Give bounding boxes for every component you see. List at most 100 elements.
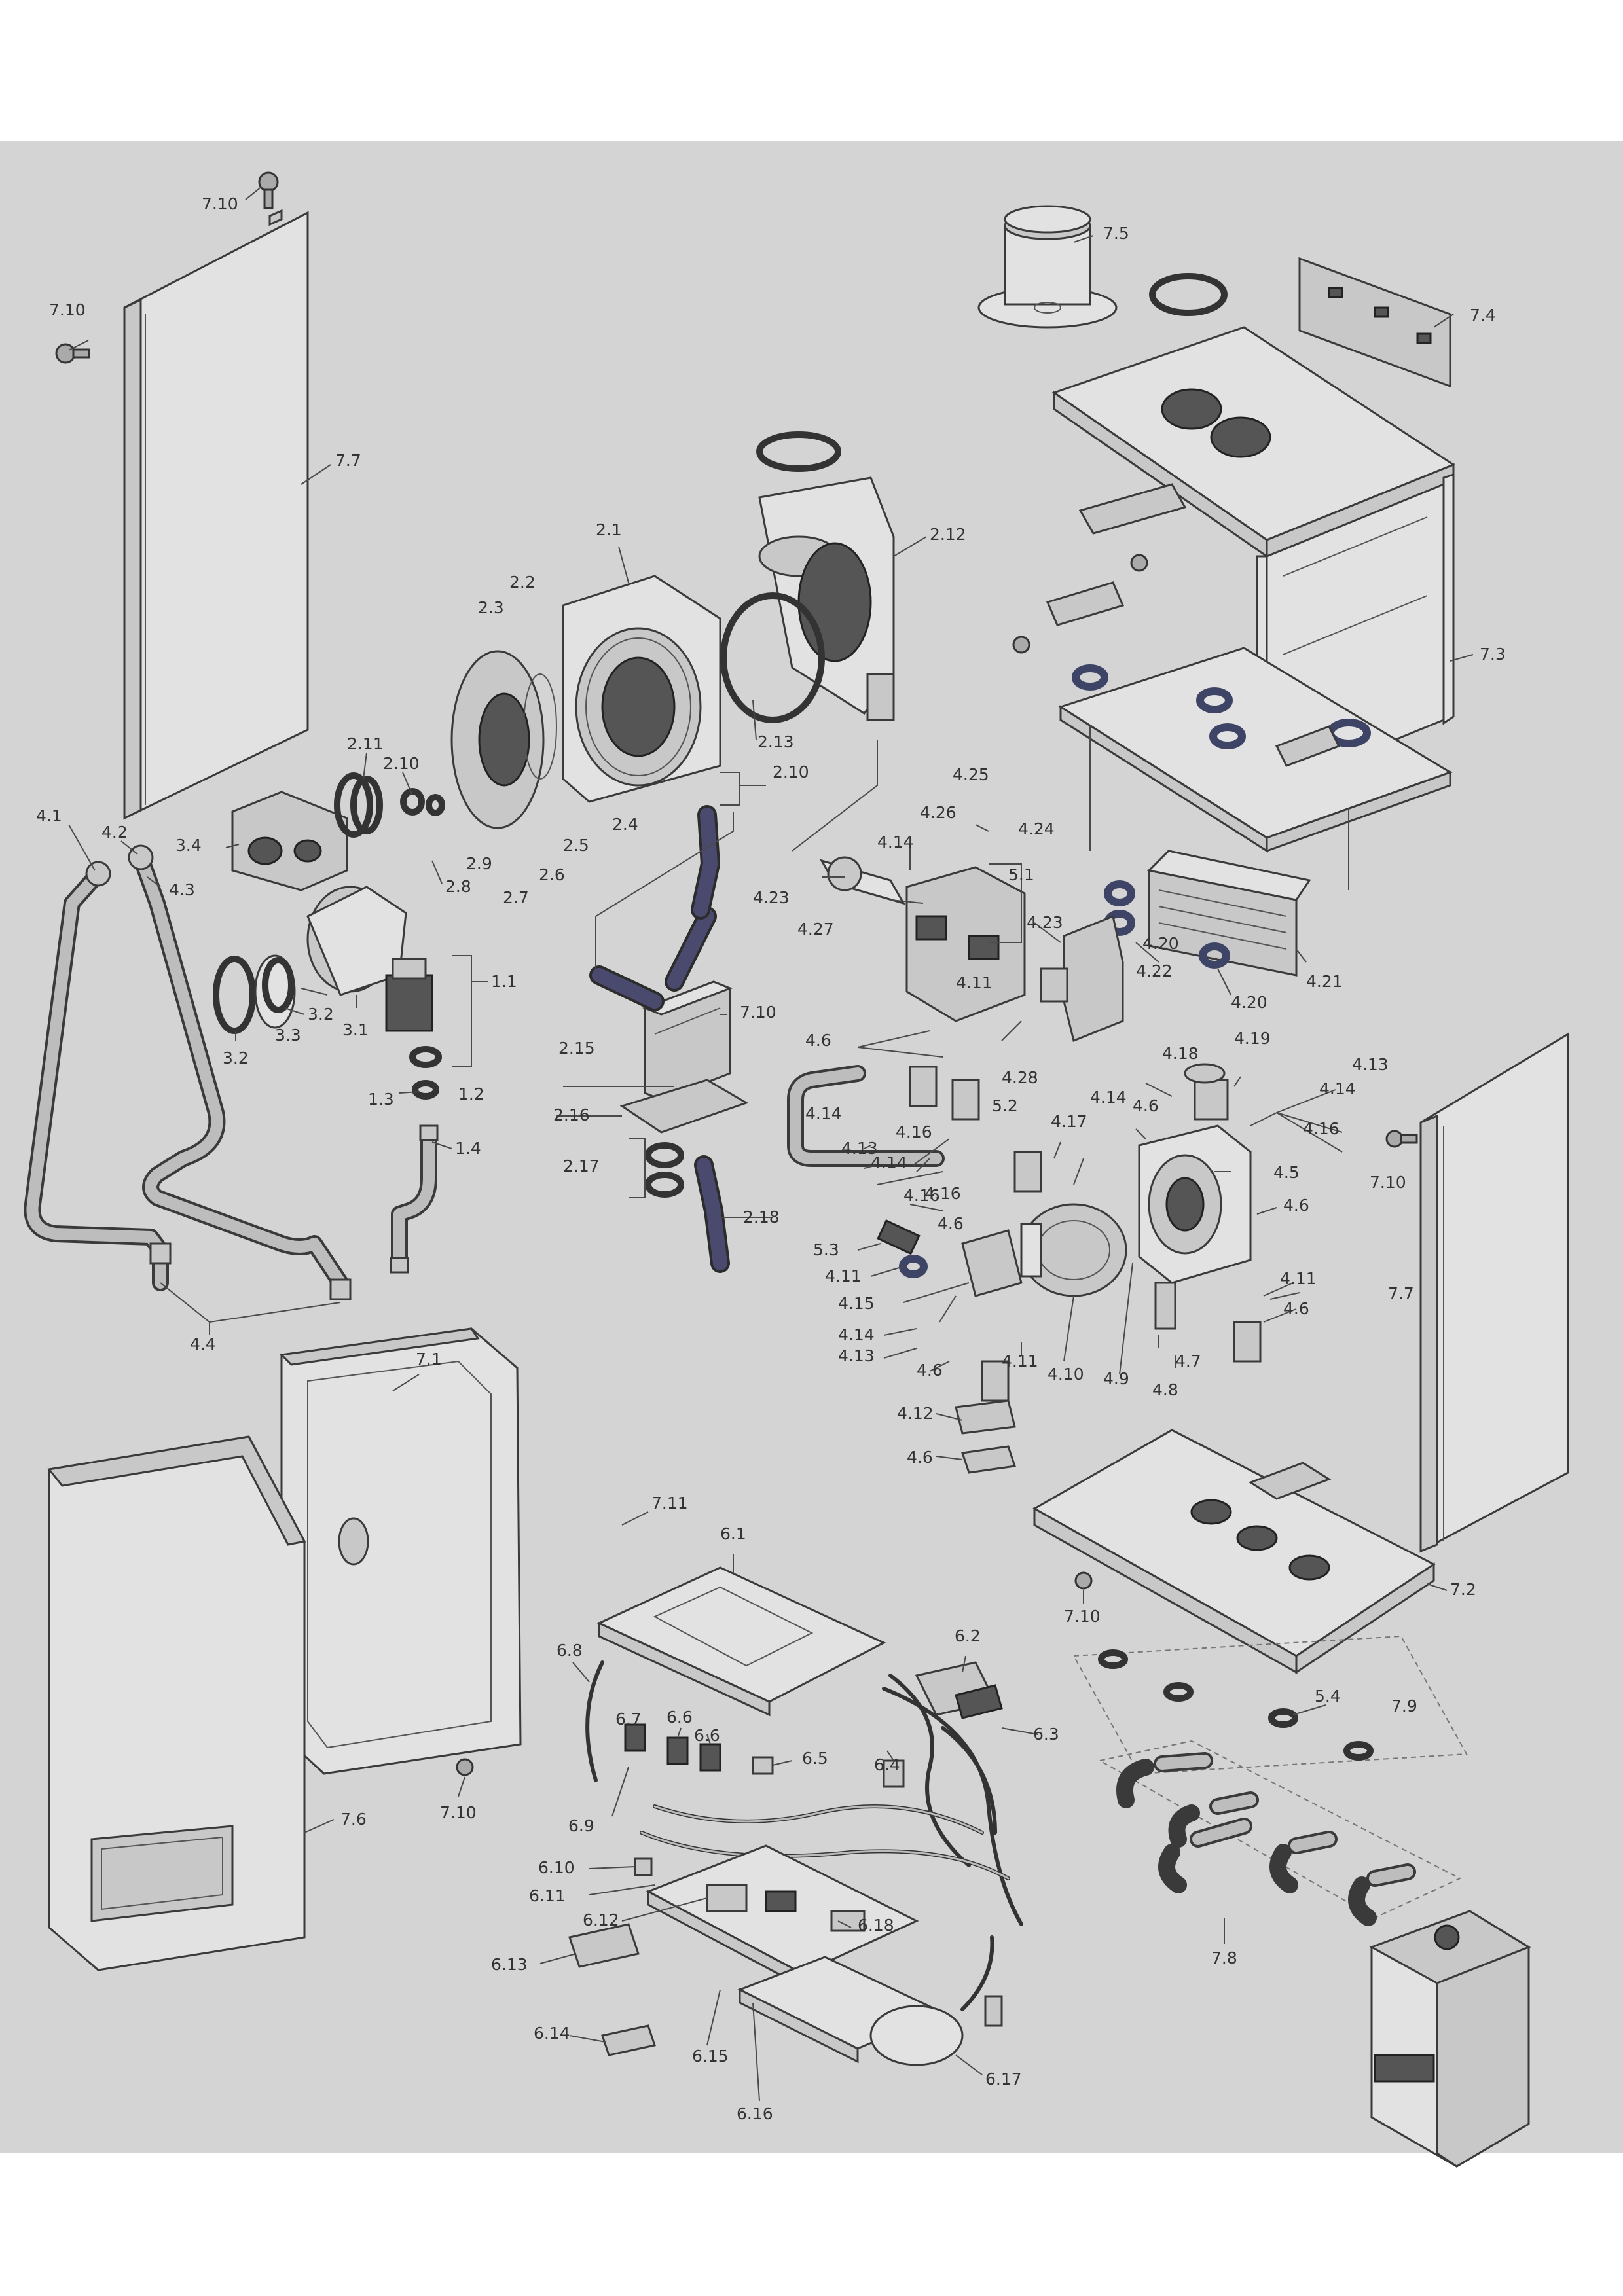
label-4-6-right: 4.6 — [1283, 1196, 1309, 1215]
condensate-hoses — [589, 805, 730, 1273]
label-4-23-left: 4.23 — [753, 888, 790, 907]
label-2-6: 2.6 — [539, 865, 565, 884]
label-4-13-left: 4.13 — [841, 1139, 878, 1158]
label-4-14-right: 4.14 — [1319, 1079, 1356, 1098]
label-6-6-left: 6.6 — [666, 1708, 693, 1727]
chassis-frame — [1051, 326, 1456, 890]
label-4-28: 4.28 — [1002, 1068, 1038, 1087]
label-4-15: 4.15 — [838, 1294, 875, 1313]
label-4-12: 4.12 — [897, 1404, 934, 1423]
label-6-4: 6.4 — [874, 1755, 900, 1774]
burner-body — [306, 886, 407, 996]
label-6-17: 6.17 — [985, 2070, 1022, 2089]
label-4-2: 4.2 — [101, 823, 128, 842]
label-4-14-mid: 4.14 — [1090, 1088, 1127, 1107]
label-6-9: 6.9 — [568, 1816, 594, 1835]
wiring-harness — [585, 1660, 1023, 1926]
label-2-5: 2.5 — [563, 836, 589, 855]
label-5-4: 5.4 — [1315, 1687, 1341, 1706]
label-2-1: 2.1 — [596, 520, 622, 539]
label-4-11-top: 4.11 — [956, 973, 993, 992]
label-4-16-right: 4.16 — [1303, 1119, 1340, 1138]
label-2-18: 2.18 — [743, 1208, 780, 1227]
label-4-11-bottom: 4.11 — [1002, 1352, 1038, 1371]
label-4-20-lower: 4.20 — [1231, 993, 1267, 1012]
screw-7-10-right — [1385, 1130, 1418, 1148]
label-4-14-left: 4.14 — [805, 1104, 842, 1123]
label-4-6-far-right: 4.6 — [1283, 1299, 1309, 1318]
label-6-1: 6.1 — [720, 1524, 746, 1543]
label-7-10-right: 7.10 — [1370, 1173, 1406, 1192]
label-7-10-left: 7.10 — [49, 300, 86, 319]
label-2-4: 2.4 — [612, 815, 638, 834]
pump-assembly — [1020, 1124, 1252, 1297]
label-4-26: 4.26 — [920, 803, 957, 822]
label-3-4: 3.4 — [175, 836, 202, 855]
diverter-valve-block — [819, 856, 1026, 1022]
label-7-7-left: 7.7 — [335, 451, 361, 470]
label-7-10-top: 7.10 — [202, 194, 238, 213]
ignition-unit — [915, 1661, 1003, 1719]
label-7-5: 7.5 — [1103, 224, 1129, 243]
frame-brackets — [1012, 483, 1341, 767]
display-board — [568, 1923, 656, 2056]
diverter-actuator — [1040, 914, 1124, 1043]
label-4-13-right: 4.13 — [1352, 1055, 1389, 1074]
label-6-7: 6.7 — [615, 1710, 642, 1729]
label-4-14-lower: 4.14 — [871, 1153, 907, 1172]
label-2-15: 2.15 — [558, 1039, 595, 1058]
label-6-2: 6.2 — [955, 1626, 981, 1645]
label-4-6-lowest: 4.6 — [907, 1448, 933, 1467]
screw-7-10-cover — [456, 1758, 474, 1776]
label-4-27: 4.27 — [797, 920, 834, 939]
condensate-trap — [642, 980, 733, 1101]
label-4-6-mid: 4.6 — [1133, 1096, 1159, 1115]
flue-adapter — [977, 205, 1118, 329]
label-7-11: 7.11 — [651, 1494, 688, 1513]
label-4-8: 4.8 — [1152, 1380, 1178, 1399]
label-4-16-left: 4.16 — [896, 1122, 932, 1141]
label-3-2-upper: 3.2 — [308, 1005, 334, 1024]
label-2-16: 2.16 — [553, 1105, 590, 1124]
label-4-11-right: 4.11 — [1280, 1269, 1317, 1288]
front-cover — [47, 1435, 306, 1971]
fan-assembly — [562, 575, 721, 803]
label-1-1: 1.1 — [491, 972, 517, 991]
label-6-18: 6.18 — [858, 1916, 894, 1935]
base-plate — [1032, 1429, 1436, 1674]
label-4-16-lower: 4.16 — [924, 1184, 961, 1203]
label-3-1: 3.1 — [342, 1020, 369, 1039]
label-7-10-cover: 7.10 — [440, 1803, 477, 1822]
gas-inlet-pipe — [390, 1124, 439, 1274]
pcb-main — [646, 1844, 919, 1988]
label-7-9: 7.9 — [1391, 1696, 1417, 1715]
right-side-panel — [1419, 1032, 1569, 1553]
pipe-kit-elbows — [1098, 1740, 1462, 1926]
label-2-7: 2.7 — [503, 888, 529, 907]
return-pipe — [787, 1065, 945, 1167]
label-4-14-top: 4.14 — [877, 833, 914, 852]
label-4-3: 4.3 — [169, 880, 195, 899]
plate-heat-exchanger — [1104, 850, 1311, 977]
label-2-17: 2.17 — [563, 1157, 600, 1175]
label-4-4: 4.4 — [190, 1335, 216, 1354]
label-4-11-left: 4.11 — [825, 1266, 862, 1285]
gas-valve — [231, 791, 348, 891]
label-2-10-left: 2.10 — [383, 754, 420, 773]
label-6-13: 6.13 — [491, 1955, 528, 1974]
hood-gasket — [720, 592, 825, 723]
label-4-1: 4.1 — [36, 806, 62, 825]
label-5-2: 5.2 — [992, 1096, 1018, 1115]
label-2-2: 2.2 — [509, 573, 536, 592]
flue-seal — [1149, 273, 1228, 316]
label-4-22: 4.22 — [1136, 961, 1173, 980]
label-4-9: 4.9 — [1103, 1369, 1129, 1388]
burner-seals — [334, 772, 445, 838]
label-7-1: 7.1 — [416, 1350, 442, 1369]
label-4-16-mid: 4.16 — [903, 1186, 940, 1205]
label-4-5: 4.5 — [1273, 1163, 1300, 1182]
label-4-19: 4.19 — [1234, 1029, 1271, 1048]
label-6-12: 6.12 — [583, 1910, 619, 1929]
callout-labels: 7.10 7.10 7.7 7.5 7.4 7.3 2.1 2.12 2.2 2… — [36, 194, 1506, 2123]
